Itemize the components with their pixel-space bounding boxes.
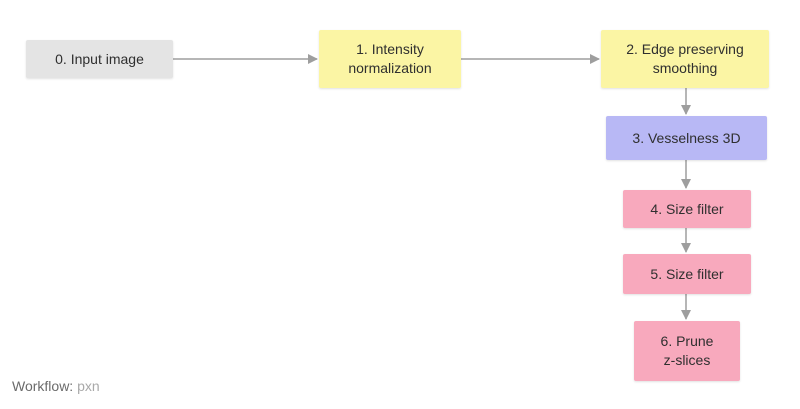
node-prune-z-slices[interactable]: 6. Prune z-slices: [634, 321, 740, 381]
workflow-footer: Workflow: pxn: [12, 378, 100, 394]
workflow-name: pxn: [77, 378, 100, 394]
node-edge-preserving-smoothing[interactable]: 2. Edge preserving smoothing: [601, 30, 769, 88]
node-input-image[interactable]: 0. Input image: [26, 40, 173, 78]
node-intensity-normalization[interactable]: 1. Intensity normalization: [319, 30, 461, 88]
workflow-label: Workflow:: [12, 378, 74, 394]
node-size-filter-4[interactable]: 4. Size filter: [623, 190, 751, 228]
node-vesselness-3d[interactable]: 3. Vesselness 3D: [606, 116, 767, 160]
node-size-filter-5[interactable]: 5. Size filter: [623, 254, 751, 294]
